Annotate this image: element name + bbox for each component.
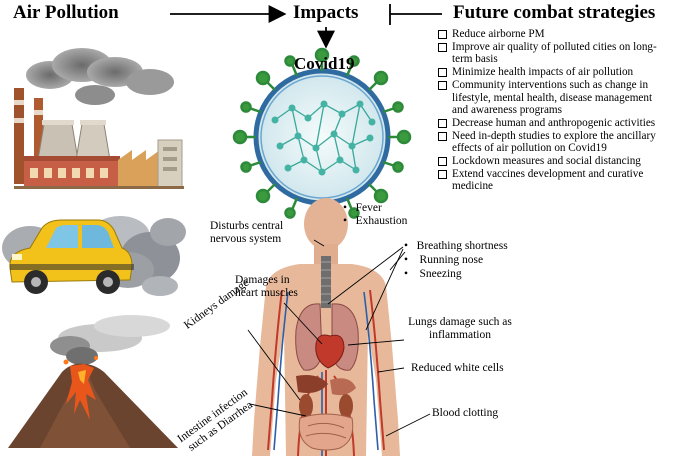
strategy-item: Need in-depth studies to explore the anc… xyxy=(436,130,668,155)
strategy-item: Improve air quality of polluted cities o… xyxy=(436,41,668,66)
checkbox-icon xyxy=(438,131,447,141)
symptom-breathing: • Breathing shortness xyxy=(404,240,508,252)
checkbox-icon xyxy=(438,30,447,39)
virus-illustration xyxy=(232,47,412,227)
header-future-strategies: Future combat strategies xyxy=(453,2,656,23)
strategies-list: Reduce airborne PM Improve air quality o… xyxy=(436,28,668,193)
checkbox-icon xyxy=(438,80,447,90)
label-cns: Disturbs central nervous system xyxy=(210,220,284,245)
strategy-item: Community interventions such as change i… xyxy=(436,79,668,117)
factory-illustration xyxy=(14,48,184,189)
strategy-item: Extend vaccines development and curative… xyxy=(436,168,668,193)
symptom-running-nose: • Running nose xyxy=(404,254,484,266)
strategy-item: Minimize health impacts of air pollution xyxy=(436,66,668,79)
strategy-item: Reduce airborne PM xyxy=(436,28,668,41)
checkbox-icon xyxy=(438,118,447,128)
human-body-illustration xyxy=(252,198,400,457)
volcano-illustration xyxy=(8,315,178,448)
checkbox-icon xyxy=(438,157,447,167)
header-impacts: Impacts xyxy=(293,2,359,23)
symptom-sneezing: • Sneezing xyxy=(404,268,462,280)
symptom-fever: • Fever xyxy=(343,202,382,214)
car-illustration xyxy=(2,216,186,296)
checkbox-icon xyxy=(438,169,447,179)
label-lungs: Lungs damage such as inflammation xyxy=(408,316,512,341)
label-heart: Damages in heart muscles xyxy=(235,274,298,299)
header-air-pollution: Air Pollution xyxy=(13,2,119,23)
label-clotting: Blood clotting xyxy=(432,407,499,419)
strategy-item: Lockdown measures and social distancing xyxy=(436,155,668,168)
label-wbc: Reduced white cells xyxy=(411,362,504,374)
checkbox-icon xyxy=(438,42,447,52)
symptom-exhaustion: • Exhaustion xyxy=(343,215,408,227)
checkbox-icon xyxy=(438,68,447,78)
strategy-item: Decrease human and anthropogenic activit… xyxy=(436,117,668,130)
covid-title: Covid19 xyxy=(294,54,355,73)
